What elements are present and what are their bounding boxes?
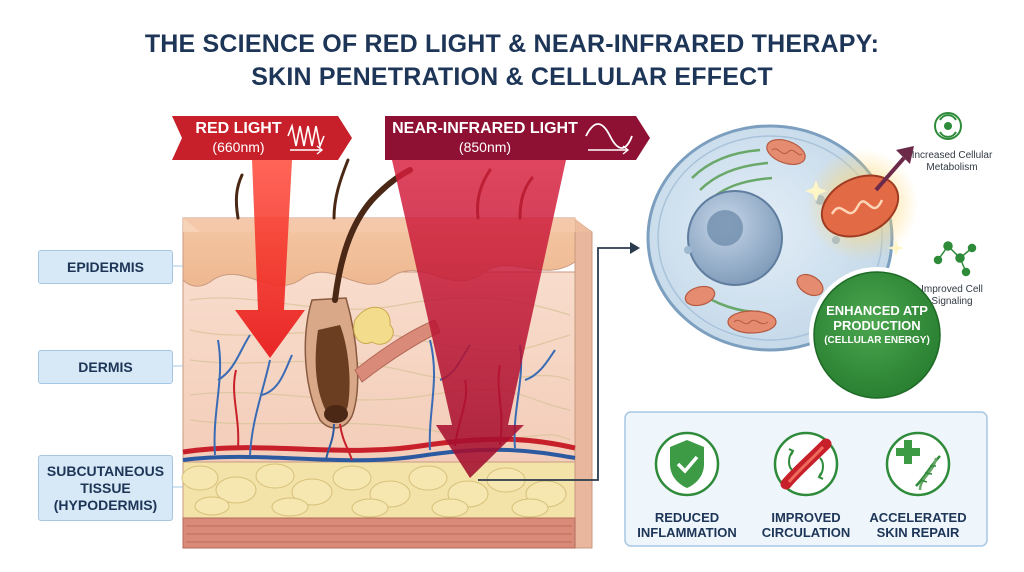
benefit-accelerated-skin-repair: ACCELERATED SKIN REPAIR	[869, 510, 967, 540]
red-light-wavelength: (660nm)	[212, 139, 265, 155]
short-wave-icon	[287, 123, 325, 149]
cell-illustration	[646, 124, 918, 352]
nir-light-wavelength: (850nm)	[458, 139, 512, 155]
atp-subtitle: (CELLULAR ENERGY)	[824, 335, 930, 346]
cell-signaling-icon	[933, 241, 977, 277]
benefit-improved-circulation: IMPROVED CIRCULATION	[761, 510, 851, 540]
fat-cells	[181, 463, 567, 518]
page-title: THE SCIENCE OF RED LIGHT & NEAR-INFRARED…	[0, 28, 1024, 94]
vein	[182, 447, 576, 463]
muscle-layer	[182, 517, 576, 549]
long-wave-icon	[585, 123, 633, 149]
dna-repair-icon	[885, 431, 951, 497]
atp-production-label: ENHANCED ATP PRODUCTION (CELLULAR ENERGY…	[808, 303, 946, 347]
benefit-reduced-inflammation: REDUCED INFLAMMATION	[637, 510, 737, 540]
shield-check-icon	[654, 431, 720, 497]
artery	[182, 436, 576, 455]
title-line-1: THE SCIENCE OF RED LIGHT & NEAR-INFRARED…	[144, 30, 880, 58]
nir-light-banner	[385, 116, 650, 160]
dermis-label: DERMIS	[38, 350, 173, 384]
hair-follicle	[304, 167, 441, 461]
atp-bubble	[813, 271, 941, 399]
nir-light-beam	[392, 160, 566, 478]
atp-title: ENHANCED ATP PRODUCTION	[826, 303, 928, 333]
nir-light-name: NEAR-INFRARED LIGHT	[392, 120, 578, 137]
nir-light-label: NEAR-INFRARED LIGHT (850nm)	[390, 119, 580, 157]
sparkles	[805, 180, 904, 256]
subcutaneous-label: SUBCUTANEOUS TISSUE (HYPODERMIS)	[38, 455, 173, 521]
epidermis-label: EPIDERMIS	[38, 250, 173, 284]
title-line-2: SKIN PENETRATION & CELLULAR EFFECT	[251, 63, 773, 91]
red-light-beam	[235, 160, 305, 358]
signaling-label: Improved Cell Signaling	[921, 284, 983, 307]
metabolism-label: Increased Cellular Metabolism	[911, 150, 993, 173]
red-light-label: RED LIGHT (660nm)	[186, 119, 291, 157]
red-light-name: RED LIGHT	[195, 120, 282, 137]
mitochondria	[684, 139, 824, 334]
metabolism-icon	[934, 112, 962, 140]
blood-vessel-icon	[773, 431, 839, 497]
energized-mitochondrion	[820, 174, 900, 238]
connector-arrow	[478, 247, 630, 481]
